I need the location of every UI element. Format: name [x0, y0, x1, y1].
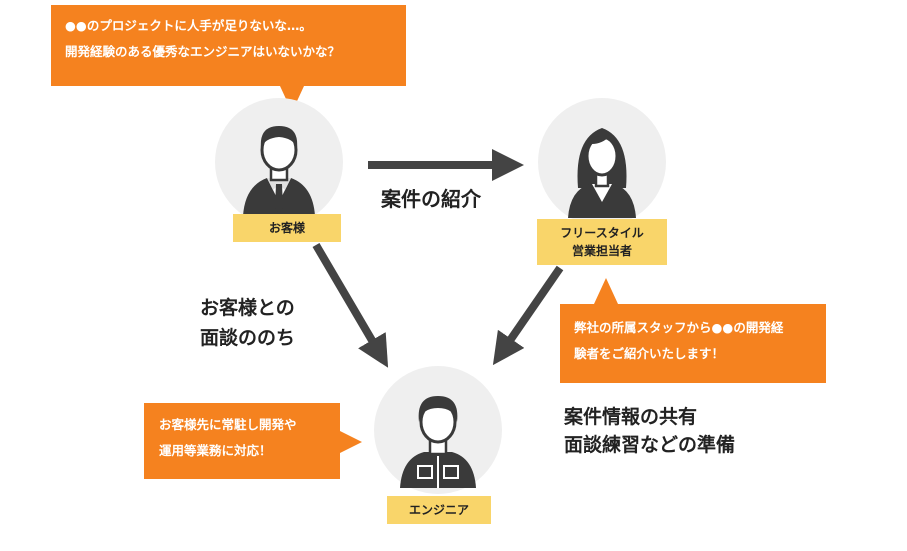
sales-role-tag: フリースタイル 営業担当者 — [537, 219, 667, 265]
client-role-tag: お客様 — [233, 214, 341, 242]
businessman-icon — [243, 126, 315, 216]
sales-speech-bubble: 弊社の所属スタッフから●●の開発経 験者をご紹介いたします！ — [560, 304, 826, 383]
engineer-bubble-line1: お客様先に常駐し開発や — [159, 417, 297, 432]
sales-avatar — [538, 98, 666, 226]
engineer-role-label: エンジニア — [408, 503, 469, 517]
client-avatar — [215, 98, 343, 226]
client-role-label: お客様 — [268, 221, 305, 235]
sales-bubble-line1: 弊社の所属スタッフから●●の開発経 — [574, 320, 784, 335]
label-sales-to-engineer: 案件情報の共有 面談練習などの準備 — [564, 406, 736, 456]
engineer-speech-bubble: お客様先に常駐し開発や 運用等業務に対応！ — [144, 403, 340, 479]
engineer-bubble-tail — [340, 431, 362, 453]
client-bubble-line2: 開発経験のある優秀なエンジニアはいないかな？ — [65, 44, 341, 59]
engineer-role-tag: エンジニア — [387, 496, 491, 524]
arrow-sales-to-engineer — [492, 265, 564, 366]
engineer-bubble-line2: 運用等業務に対応！ — [159, 443, 272, 458]
engineer-avatar — [374, 366, 502, 494]
sales-role-line2: 営業担当者 — [571, 244, 632, 258]
client-speech-bubble: ●●のプロジェクトに人手が足りないな…。 開発経験のある優秀なエンジニアはいない… — [51, 5, 406, 86]
businesswoman-icon — [568, 128, 636, 218]
engineer-icon — [400, 396, 476, 488]
sales-bubble-line2: 験者をご紹介いたします！ — [574, 346, 725, 361]
sales-bubble-tail — [594, 278, 618, 304]
label-client-to-sales: 案件の紹介 — [381, 187, 481, 211]
label-client-to-engineer: お客様との 面談ののち — [200, 297, 296, 349]
client-bubble-line1: ●●のプロジェクトに人手が足りないな…。 — [65, 18, 312, 33]
arrow-client-to-engineer — [312, 242, 389, 368]
sales-role-line1: フリースタイル — [560, 226, 644, 240]
